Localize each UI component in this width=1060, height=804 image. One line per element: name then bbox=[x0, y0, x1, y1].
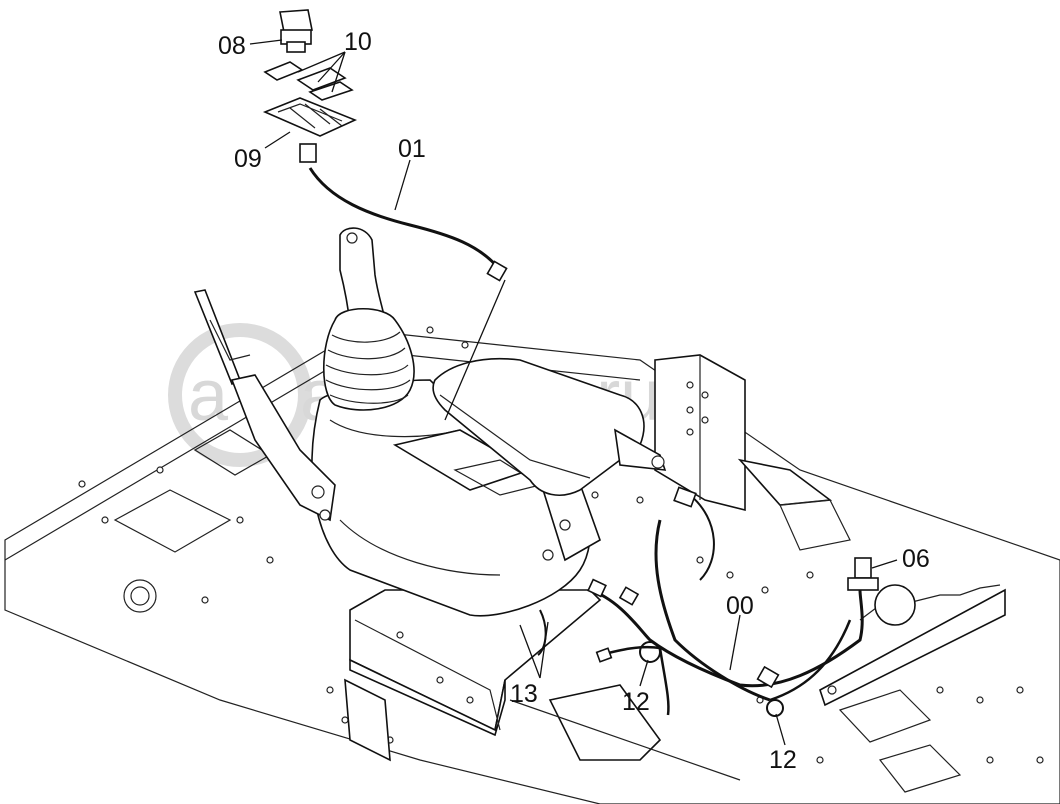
switch-panel bbox=[262, 97, 358, 137]
callout-09: 09 bbox=[234, 145, 262, 173]
switch-cap-left bbox=[263, 61, 304, 81]
relay-06 bbox=[847, 557, 879, 591]
switch-assembly bbox=[262, 9, 358, 163]
safety-lever bbox=[193, 289, 336, 522]
console-housing bbox=[311, 379, 601, 617]
callout-06: 06 bbox=[902, 545, 930, 573]
right-bracket bbox=[654, 354, 851, 551]
harness bbox=[308, 167, 864, 717]
leader-lines bbox=[249, 39, 898, 746]
callout-13: 13 bbox=[510, 680, 538, 708]
seat-base bbox=[344, 589, 741, 781]
switch-cap-right bbox=[308, 81, 354, 101]
side-rail bbox=[819, 584, 1006, 707]
armrest bbox=[432, 357, 667, 496]
joystick bbox=[322, 227, 415, 411]
callout-00: 00 bbox=[726, 592, 754, 620]
callouts: 08 10 09 01 06 00 13 12 12 bbox=[218, 28, 930, 774]
callout-10: 10 bbox=[344, 28, 372, 56]
callout-08: 08 bbox=[218, 32, 246, 60]
callout-01: 01 bbox=[398, 135, 426, 163]
callout-12-right: 12 bbox=[769, 746, 797, 774]
callout-12-left: 12 bbox=[622, 688, 650, 716]
watermark-logo-letter: a bbox=[188, 356, 229, 436]
